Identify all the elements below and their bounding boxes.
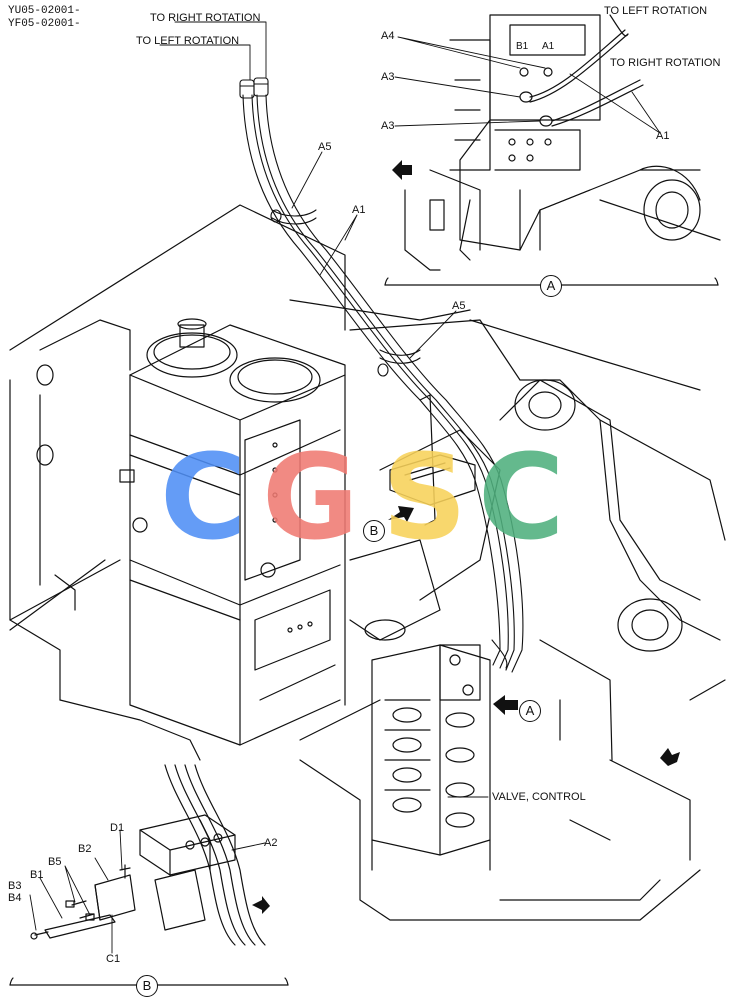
- view-a-port-label-b1: B1: [516, 41, 529, 52]
- part-label-a1: A1: [352, 204, 366, 216]
- watermark-letter: S: [382, 428, 467, 566]
- view-b-part-label-b4: B4: [8, 892, 22, 904]
- view-b-title-marker: B: [136, 975, 158, 997]
- view-b-arrow-icon: [388, 506, 414, 522]
- to-left-rotation-label: TO LEFT ROTATION: [136, 35, 240, 47]
- model-code-2: YF05-02001-: [8, 18, 81, 30]
- front-arrow-icon: [660, 748, 680, 766]
- boom-foot-frame: [299, 319, 726, 921]
- view-a-part-label-a3: A3: [381, 71, 395, 83]
- view-b-part-label-c1: C1: [106, 953, 121, 965]
- main-hoses: [239, 77, 524, 673]
- leader-lines: [29, 21, 661, 954]
- view-a-part-label-a1: A1: [656, 130, 670, 142]
- view-b-part-label-b1: B1: [30, 869, 44, 881]
- view-a-part-label-a4: A4: [381, 30, 395, 42]
- detail-view-a-drawing: [384, 14, 721, 286]
- view-a-reference-marker: A: [519, 700, 541, 722]
- part-label-a5: A5: [318, 141, 332, 153]
- to-right-rotation-label: TO RIGHT ROTATION: [150, 12, 261, 24]
- view-b-part-label-a2: A2: [264, 837, 278, 849]
- view-b-part-label-b3: B3: [8, 880, 22, 892]
- direction-arrows: [252, 160, 680, 914]
- view-b-part-label-b5: B5: [48, 856, 62, 868]
- watermark-letter: C: [160, 428, 247, 566]
- view-b-part-label-d1: D1: [110, 822, 125, 834]
- view-a-title-marker: A: [540, 275, 562, 297]
- watermark-letter: C: [478, 428, 565, 566]
- front-arrow-icon: [392, 160, 412, 180]
- view-a-part-label-a3: A3: [381, 120, 395, 132]
- valve-control-label: VALVE, CONTROL: [492, 791, 586, 803]
- hose-clamp-bracket: [389, 394, 476, 526]
- view-a-to-left-rotation-label: TO LEFT ROTATION: [604, 5, 708, 17]
- model-code-1: YU05-02001-: [8, 5, 81, 17]
- view-a-port-label-a1: A1: [542, 41, 555, 52]
- tank: [129, 318, 346, 746]
- front-arrow-icon: [252, 896, 270, 914]
- part-label-a5: A5: [452, 300, 466, 312]
- view-b-part-label-b2: B2: [78, 843, 92, 855]
- watermark-letter: G: [262, 428, 359, 566]
- control-valve: [371, 644, 491, 871]
- detail-view-b-drawing: [9, 764, 289, 986]
- view-b-reference-marker: B: [363, 520, 385, 542]
- view-a-to-right-rotation-label: TO RIGHT ROTATION: [610, 57, 721, 69]
- view-a-arrow-icon: [493, 695, 518, 715]
